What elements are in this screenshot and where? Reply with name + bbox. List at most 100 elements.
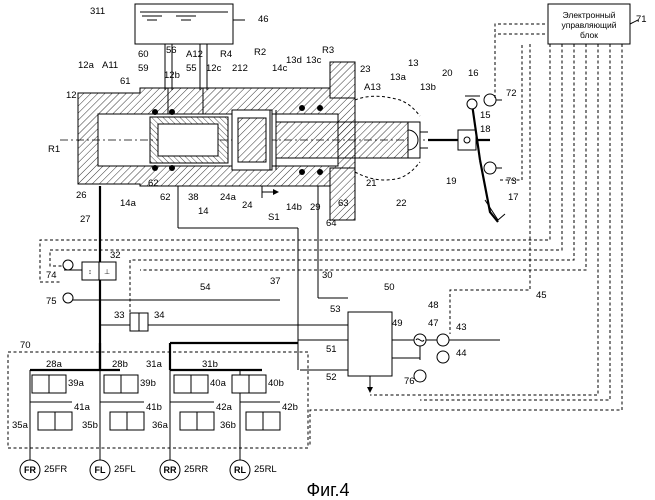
label-27: 27 bbox=[80, 214, 91, 225]
figure-caption: Фиг.4 bbox=[306, 480, 349, 500]
label-60: 60 bbox=[138, 49, 149, 60]
label-15: 15 bbox=[480, 110, 491, 121]
label-13c: 13c bbox=[306, 55, 322, 66]
label-39b: 39b bbox=[140, 378, 156, 389]
label-12: 12 bbox=[66, 90, 77, 101]
label-12c: 12c bbox=[206, 63, 222, 74]
label-21: 21 bbox=[366, 178, 377, 189]
label-72: 72 bbox=[506, 88, 517, 99]
electronic-control-unit: Электронный управляющий блок bbox=[548, 4, 638, 44]
label-42b: 42b bbox=[282, 402, 298, 413]
label-48: 48 bbox=[428, 300, 439, 311]
label-A13: A13 bbox=[364, 82, 381, 93]
label-40b: 40b bbox=[268, 378, 284, 389]
label-20: 20 bbox=[442, 68, 453, 79]
label-55: 55 bbox=[186, 63, 197, 74]
ecu-text-line3: блок bbox=[580, 30, 598, 40]
label-13: 13 bbox=[408, 58, 419, 69]
label-13b: 13b bbox=[420, 82, 436, 93]
ecu-text-line1: Электронный bbox=[563, 10, 616, 20]
label-R3: R3 bbox=[322, 45, 334, 56]
label-74: 74 bbox=[46, 270, 57, 281]
label-34: 34 bbox=[154, 310, 165, 321]
label-31a: 31a bbox=[146, 359, 163, 370]
wheel-rl-label: RL bbox=[234, 465, 246, 475]
label-56: 56 bbox=[166, 45, 177, 56]
label-31b: 31b bbox=[202, 359, 218, 370]
label-70: 70 bbox=[20, 340, 31, 351]
label-S1: S1 bbox=[268, 212, 280, 223]
label-19: 19 bbox=[446, 176, 457, 187]
label-40a: 40a bbox=[210, 378, 227, 389]
label-12a: 12a bbox=[78, 60, 95, 71]
label-52: 52 bbox=[326, 372, 337, 383]
label-16: 16 bbox=[468, 68, 479, 79]
label-54: 54 bbox=[200, 282, 211, 293]
label-30: 30 bbox=[322, 270, 333, 281]
label-43: 43 bbox=[456, 322, 467, 333]
label-25FR: 25FR bbox=[44, 464, 67, 475]
label-33: 33 bbox=[114, 310, 125, 321]
label-A11: A11 bbox=[102, 60, 118, 71]
label-50: 50 bbox=[384, 282, 395, 293]
label-A12: A12 bbox=[186, 49, 203, 60]
control-block-50 bbox=[348, 312, 392, 392]
label-28b: 28b bbox=[112, 359, 128, 370]
label-64: 64 bbox=[326, 218, 337, 229]
label-35b: 35b bbox=[82, 420, 98, 431]
label-13d: 13d bbox=[286, 55, 302, 66]
label-41a: 41a bbox=[74, 402, 91, 413]
label-39a: 39a bbox=[68, 378, 85, 389]
ecu-ref-label: 71 bbox=[636, 14, 647, 25]
label-24a: 24a bbox=[220, 192, 237, 203]
label-23: 23 bbox=[360, 64, 371, 75]
label-41b: 41b bbox=[146, 402, 162, 413]
valve-34 bbox=[130, 313, 148, 331]
label-24: 24 bbox=[242, 200, 253, 211]
label-46: 46 bbox=[258, 14, 269, 25]
label-13a: 13a bbox=[390, 72, 407, 83]
label-76: 76 bbox=[404, 376, 415, 387]
label-28a: 28a bbox=[46, 359, 63, 370]
system-ref-label: 311 bbox=[90, 6, 105, 17]
label-26: 26 bbox=[76, 190, 87, 201]
label-44: 44 bbox=[456, 348, 467, 359]
label-62b: 62 bbox=[160, 192, 171, 203]
label-61: 61 bbox=[120, 76, 131, 87]
label-17: 17 bbox=[508, 192, 519, 203]
label-37: 37 bbox=[270, 276, 281, 287]
label-25FL: 25FL bbox=[114, 464, 136, 475]
label-29: 29 bbox=[310, 202, 321, 213]
wheel-rr-label: RR bbox=[164, 465, 177, 475]
label-59: 59 bbox=[138, 63, 149, 74]
label-22: 22 bbox=[396, 198, 407, 209]
label-62a: 62 bbox=[148, 178, 159, 189]
brake-pedal bbox=[428, 94, 505, 222]
label-14a: 14a bbox=[120, 198, 137, 209]
label-212: 212 bbox=[232, 63, 248, 74]
label-14b: 14b bbox=[286, 202, 302, 213]
label-R1: R1 bbox=[48, 144, 60, 155]
wheel-fr-label: FR bbox=[24, 465, 36, 475]
label-36a: 36a bbox=[152, 420, 169, 431]
label-14: 14 bbox=[198, 206, 209, 217]
label-73: 73 bbox=[506, 176, 517, 187]
label-R2: R2 bbox=[254, 47, 266, 58]
label-53: 53 bbox=[330, 304, 341, 315]
label-R4: R4 bbox=[220, 49, 232, 60]
ecu-text-line2: управляющий bbox=[561, 20, 616, 30]
label-25RR: 25RR bbox=[184, 464, 208, 475]
reservoir-46 bbox=[135, 4, 245, 90]
label-35a: 35a bbox=[12, 420, 29, 431]
label-51: 51 bbox=[326, 344, 337, 355]
label-38: 38 bbox=[188, 192, 199, 203]
reference-labels: 311 71 Фиг.4 46 12 12a A11 60 56 A12 R4 … bbox=[12, 6, 647, 500]
label-75: 75 bbox=[46, 296, 57, 307]
label-14c: 14c bbox=[272, 63, 288, 74]
label-49: 49 bbox=[392, 318, 403, 329]
label-32: 32 bbox=[110, 250, 121, 261]
label-45: 45 bbox=[536, 290, 547, 301]
label-47: 47 bbox=[428, 318, 439, 329]
label-63: 63 bbox=[338, 198, 349, 209]
